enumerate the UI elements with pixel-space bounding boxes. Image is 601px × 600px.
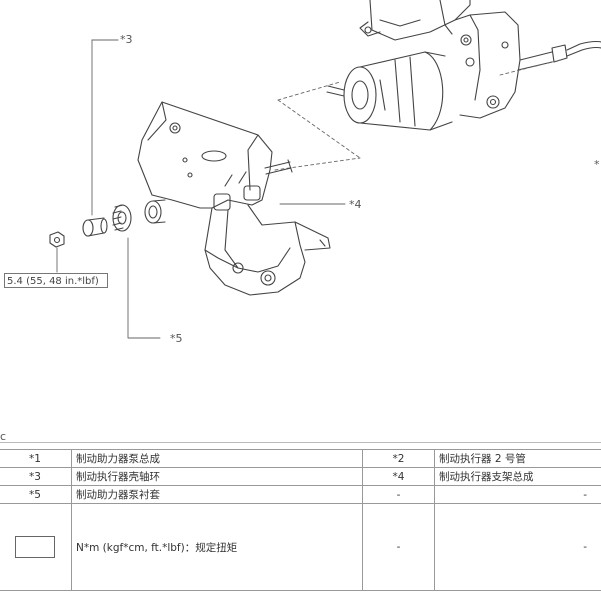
legend-desc: -: [434, 503, 601, 591]
legend-table: *1 制动助力器泵总成 *2 制动执行器 2 号管 *3 制动执行器壳轴环 *4…: [0, 449, 601, 591]
legend-desc: 制动执行器支架总成: [434, 467, 601, 486]
table-row: *3 制动执行器壳轴环 *4 制动执行器支架总成: [0, 467, 601, 486]
legend-desc: N*m (kgf*cm, ft.*lbf)：规定扭矩: [71, 503, 363, 591]
callout-3: *3: [120, 33, 133, 46]
torque-symbol-cell: [0, 503, 72, 591]
torque-spec-label: 5.4 (55, 48 in.*lbf): [4, 273, 108, 288]
legend-desc: 制动执行器壳轴环: [71, 467, 363, 486]
table-row: *5 制动助力器泵衬套 - -: [0, 485, 601, 504]
callout-4: *4: [349, 198, 362, 211]
legend-key: -: [362, 503, 435, 591]
exploded-diagram: *3 *4 *5 * 5.4 (55, 48 in.*lbf): [4, 0, 601, 345]
legend-key: *1: [0, 449, 72, 468]
brake-actuator-housing-collar: [82, 217, 108, 237]
table-row: N*m (kgf*cm, ft.*lbf)：规定扭矩 - -: [0, 503, 601, 591]
legend-desc: 制动助力器泵衬套: [71, 485, 363, 504]
brake-booster-pump-bushing: [112, 204, 132, 232]
legend-desc: 制动执行器 2 号管: [434, 449, 601, 468]
nut: [49, 231, 65, 248]
legend-key: -: [362, 485, 435, 504]
legend-key: *3: [0, 467, 72, 486]
brake-booster-pump-assembly: [326, 0, 601, 131]
legend-desc: 制动助力器泵总成: [71, 449, 363, 468]
legend-key: *5: [0, 485, 72, 504]
legend-letter: c: [0, 430, 7, 443]
brake-actuator-bracket-assembly: [137, 101, 331, 296]
callout-edge: *: [594, 158, 600, 171]
legend-desc: -: [434, 485, 601, 504]
legend-divider: [0, 442, 601, 443]
torque-box-icon: [15, 536, 55, 558]
callout-5: *5: [170, 332, 183, 345]
legend-key: *4: [362, 467, 435, 486]
table-row: *1 制动助力器泵总成 *2 制动执行器 2 号管: [0, 449, 601, 468]
legend-key: *2: [362, 449, 435, 468]
diagram-drawing: [49, 0, 601, 339]
